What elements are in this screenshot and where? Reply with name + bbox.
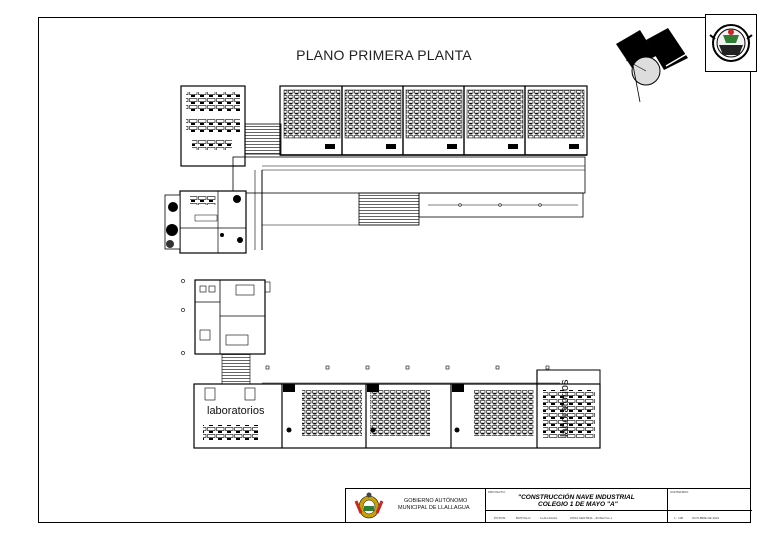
distrito-value: ZONA CENTRAL - ZONA Nro 1 <box>570 516 612 520</box>
contenido-label: CONTENIDO: <box>670 490 689 494</box>
contenido-cell: CONTENIDO: 1 : 100 OCTUBRE DE 2021 <box>668 489 752 522</box>
corridor <box>232 156 586 250</box>
lab-label-left: laboratorios <box>207 405 265 417</box>
bolivia-coat-of-arms-icon <box>354 492 384 519</box>
lab-label-right: laboratorios <box>559 379 571 437</box>
fecha-value: OCTUBRE DE 2021 <box>692 516 720 520</box>
page-title: PLANO PRIMERA PLANTA <box>296 47 472 63</box>
contenido-cell-divider <box>668 510 752 511</box>
escala-value: 1 : 100 <box>674 516 684 520</box>
municipal-seal-box <box>705 14 757 72</box>
admin-block <box>164 190 247 254</box>
lower-corridor-markers <box>262 365 560 384</box>
title-block: GOBIERNO AUTÓNOMO MUNICIPAL DE LLALLAGUA… <box>345 488 752 523</box>
project-name-line-1: "CONSTRUCCIÓN NAVE INDUSTRIAL <box>518 494 635 501</box>
provincia-value: BUSTILLO <box>516 516 531 520</box>
upper-left-room <box>180 85 282 167</box>
institution-line-1: GOBIERNO AUTÓNOMO <box>404 498 468 504</box>
upper-classroom-block <box>279 85 588 156</box>
institution-line-2: MUNICIPAL DE LLALLAGUA <box>398 505 470 511</box>
project-name-line-2: COLEGIO 1 DE MAYO "A" <box>538 501 618 508</box>
departamento-value: POTOSI <box>494 516 506 520</box>
north-arrow-icon <box>616 28 695 103</box>
municipio-value: LLALLAGUA <box>540 516 558 520</box>
lower-classroom-block <box>193 369 601 449</box>
municipal-seal-icon <box>709 24 753 62</box>
project-cell-divider <box>486 510 668 511</box>
institution-cell: GOBIERNO AUTÓNOMO MUNICIPAL DE LLALLAGUA <box>346 489 486 522</box>
proyecto-label: PROYECTO: <box>488 490 506 494</box>
project-cell: PROYECTO: "CONSTRUCCIÓN NAVE INDUSTRIAL … <box>486 489 668 522</box>
service-block <box>181 279 271 385</box>
